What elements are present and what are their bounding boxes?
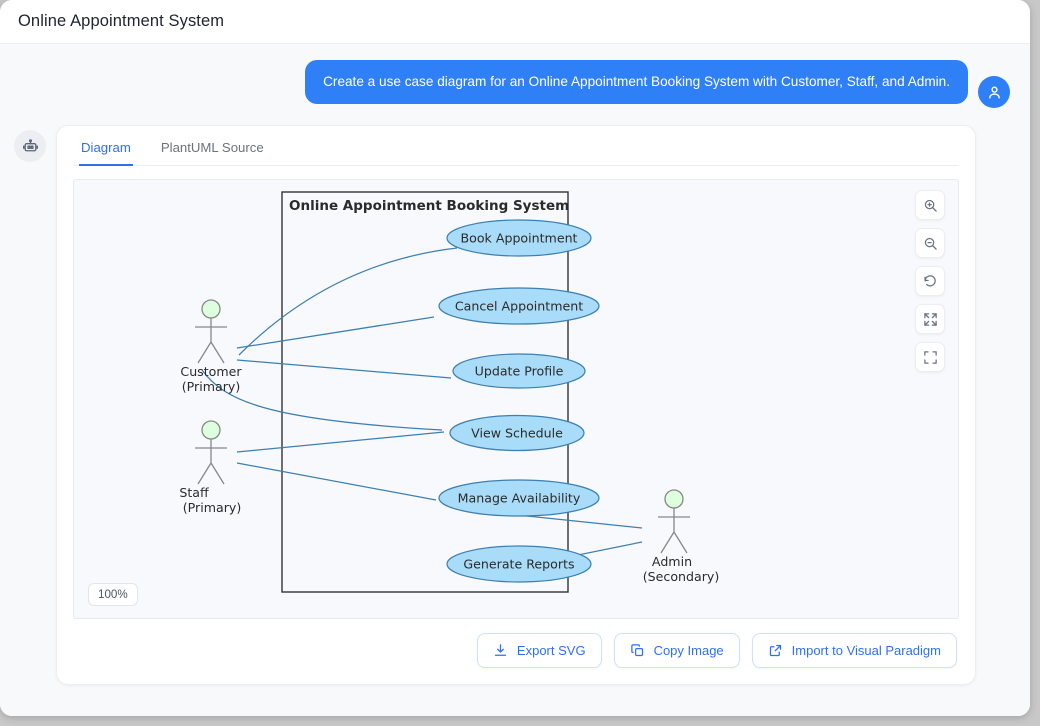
import-visual-paradigm-button[interactable]: Import to Visual Paradigm <box>751 633 957 668</box>
chat-area: Create a use case diagram for an Online … <box>0 44 1030 716</box>
expand-icon <box>923 312 937 326</box>
tab-plantuml-source[interactable]: PlantUML Source <box>160 140 264 155</box>
user-message-row: Create a use case diagram for an Online … <box>14 60 1016 108</box>
use-case-cancel-appointment[interactable]: Cancel Appointment <box>438 287 600 325</box>
use-case-label: Book Appointment <box>460 231 577 246</box>
actor-body <box>195 318 227 364</box>
use-case-label: Cancel Appointment <box>455 299 583 314</box>
zoom-in-button[interactable] <box>915 190 945 220</box>
use-case-generate-reports[interactable]: Generate Reports <box>446 545 592 583</box>
system-boundary <box>281 191 569 593</box>
actor-body <box>658 508 690 554</box>
use-case-diagram: Online Appointment Booking System <box>179 191 720 593</box>
use-case-ellipse <box>446 545 592 583</box>
robot-icon <box>22 138 38 151</box>
link-staff-manage-availability <box>236 462 437 501</box>
card-actions: Export SVG Copy Image <box>73 633 959 668</box>
use-case-label: Manage Availability <box>458 491 581 506</box>
actor-admin[interactable]: Admin (Secondary) <box>643 489 720 584</box>
card-tabs: Diagram PlantUML Source <box>73 126 959 166</box>
use-case-label: Generate Reports <box>463 557 574 572</box>
link-customer-update-profile <box>236 359 452 379</box>
reset-icon <box>923 274 936 286</box>
use-case-label: View Schedule <box>471 426 563 441</box>
bot-message-row: Diagram PlantUML Source 100% <box>14 125 1016 685</box>
use-case-ellipse <box>452 353 586 389</box>
actor-head <box>201 299 221 319</box>
user-avatar <box>978 76 1010 108</box>
actor-role: (Primary) <box>182 379 241 394</box>
use-case-view-schedule[interactable]: View Schedule <box>449 414 585 452</box>
external-link-icon <box>769 644 781 657</box>
zoom-level-badge: 100% <box>88 583 138 606</box>
user-icon <box>988 86 1000 99</box>
actor-role: (Primary) <box>183 500 242 515</box>
copy-icon <box>630 644 643 657</box>
use-case-book-appointment[interactable]: Book Appointment <box>446 219 592 257</box>
fit-screen-button[interactable] <box>915 304 945 334</box>
zoom-out-button[interactable] <box>915 228 945 258</box>
use-case-ellipse <box>438 479 600 517</box>
zoom-out-icon <box>924 237 937 250</box>
link-customer-book-appointment <box>238 247 458 356</box>
import-visual-paradigm-label: Import to Visual Paradigm <box>791 643 941 658</box>
actor-customer[interactable]: Customer (Primary) <box>180 299 242 394</box>
actor-head <box>201 420 221 440</box>
actor-role: (Secondary) <box>643 569 720 584</box>
zoom-in-icon <box>924 199 937 212</box>
titlebar: Online Appointment System <box>0 0 1030 44</box>
download-icon <box>494 644 507 656</box>
canvas-toolbar <box>915 190 945 372</box>
actor-name: Customer <box>180 364 242 379</box>
diagram-canvas[interactable]: 100% <box>73 179 959 619</box>
actor-body <box>195 439 227 485</box>
link-customer-view-schedule <box>201 369 443 431</box>
use-case-ellipse <box>446 219 592 257</box>
use-case-ellipse <box>438 287 600 325</box>
diagram-card: Diagram PlantUML Source 100% <box>56 125 976 685</box>
reset-button[interactable] <box>915 266 945 296</box>
system-boundary-title: Online Appointment Booking System <box>289 198 569 214</box>
copy-image-label: Copy Image <box>653 643 724 658</box>
link-staff-view-schedule <box>236 431 445 453</box>
use-case-label: Update Profile <box>475 364 564 379</box>
app-window: Online Appointment System Create a use c… <box>0 0 1030 716</box>
user-message-bubble: Create a use case diagram for an Online … <box>305 60 968 105</box>
bot-avatar <box>14 130 46 162</box>
actor-staff[interactable]: Staff (Primary) <box>179 420 242 515</box>
use-case-ellipse <box>449 414 585 452</box>
fullscreen-icon <box>923 350 937 364</box>
export-svg-button[interactable]: Export SVG <box>476 633 602 668</box>
link-customer-cancel-appointment <box>236 316 435 349</box>
actor-head <box>664 489 684 509</box>
app-title: Online Appointment System <box>18 12 225 30</box>
actor-name: Admin <box>652 554 692 569</box>
export-svg-label: Export SVG <box>516 643 586 658</box>
fullscreen-button[interactable] <box>915 342 945 372</box>
actor-name: Staff <box>179 485 209 500</box>
use-case-update-profile[interactable]: Update Profile <box>452 353 586 389</box>
tab-diagram[interactable]: Diagram <box>79 126 133 166</box>
use-case-manage-availability[interactable]: Manage Availability <box>438 479 600 517</box>
copy-image-button[interactable]: Copy Image <box>613 633 740 668</box>
